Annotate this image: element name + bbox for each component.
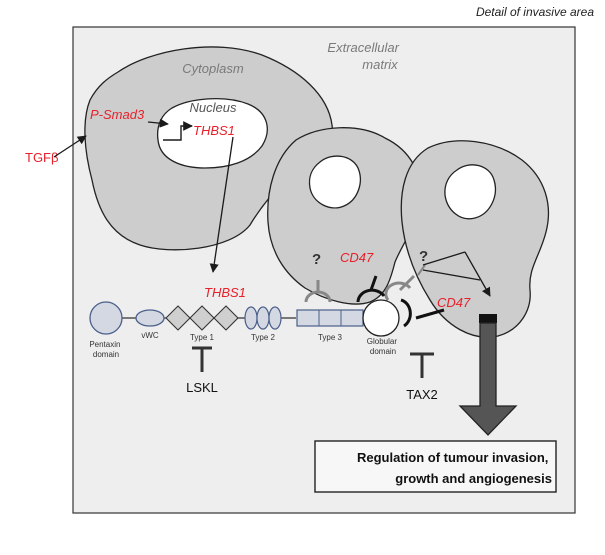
type2-repeat-3 bbox=[268, 306, 282, 330]
type3-repeats bbox=[296, 309, 364, 327]
signal-lines-right-cell bbox=[422, 251, 481, 281]
globular-domain-label: Globular domain bbox=[367, 337, 399, 356]
cd47-label-top: CD47 bbox=[340, 250, 374, 265]
tax2-inhibitor-bar bbox=[410, 352, 434, 378]
type2-repeat-1 bbox=[244, 306, 258, 330]
cell-right bbox=[400, 140, 550, 338]
question-dash-2 bbox=[417, 264, 426, 276]
cd47-receptor-right bbox=[400, 298, 445, 328]
outcome-arrow-head-bar bbox=[479, 314, 497, 323]
cd47-label-right: CD47 bbox=[437, 295, 471, 310]
pentaxin-domain-label: Pentaxin domain bbox=[89, 340, 122, 359]
type2-label: Type 2 bbox=[251, 333, 276, 342]
nucleus-middle bbox=[308, 155, 361, 209]
vwc-domain bbox=[135, 309, 165, 327]
pentaxin-domain bbox=[89, 301, 123, 335]
globular-domain bbox=[362, 299, 400, 337]
psmad3-label: P-Smad3 bbox=[90, 107, 145, 122]
thbs1-protein bbox=[89, 299, 400, 337]
unknown-receptor-marker-2: ? bbox=[419, 248, 428, 265]
signal-arrow-right-cell bbox=[464, 251, 491, 297]
cytoplasm-label: Cytoplasm bbox=[182, 61, 244, 76]
cd47-receptor-top bbox=[356, 275, 386, 303]
outcome-text: Regulation of tumour invasion, growth an… bbox=[357, 450, 552, 486]
lskl-inhibitor-bar bbox=[192, 346, 212, 372]
type3-label: Type 3 bbox=[318, 333, 343, 342]
thbs1-secretion-arrow bbox=[209, 136, 234, 273]
type1-label: Type 1 bbox=[190, 333, 215, 342]
receptor-unknown-2 bbox=[384, 274, 416, 301]
outcome-arrow bbox=[458, 322, 518, 436]
tgfb-label: TGFβ bbox=[25, 150, 58, 165]
thbs1-gene-label: THBS1 bbox=[193, 123, 235, 138]
tgfb-arrow bbox=[53, 135, 87, 158]
extracellular-matrix-label: Extracellular matrix bbox=[327, 40, 402, 72]
psmad3-to-promoter-arrow bbox=[147, 118, 169, 128]
outcome-box bbox=[314, 440, 557, 493]
thbs1-protein-label: THBS1 bbox=[204, 285, 246, 300]
lskl-label: LSKL bbox=[186, 380, 218, 395]
promoter-symbol bbox=[163, 121, 193, 141]
cell-middle bbox=[267, 127, 422, 305]
nucleus-right bbox=[444, 164, 496, 220]
type2-repeat-2 bbox=[256, 306, 270, 330]
nucleus bbox=[156, 98, 268, 169]
type1-repeat-3 bbox=[213, 305, 239, 331]
unknown-receptor-marker-1: ? bbox=[312, 251, 321, 268]
receptor-unknown-1 bbox=[304, 280, 332, 303]
tax2-label: TAX2 bbox=[406, 387, 438, 402]
vwc-label: vWC bbox=[141, 331, 159, 340]
nucleus-label: Nucleus bbox=[190, 100, 237, 115]
header-title: Detail of invasive area bbox=[476, 5, 594, 19]
